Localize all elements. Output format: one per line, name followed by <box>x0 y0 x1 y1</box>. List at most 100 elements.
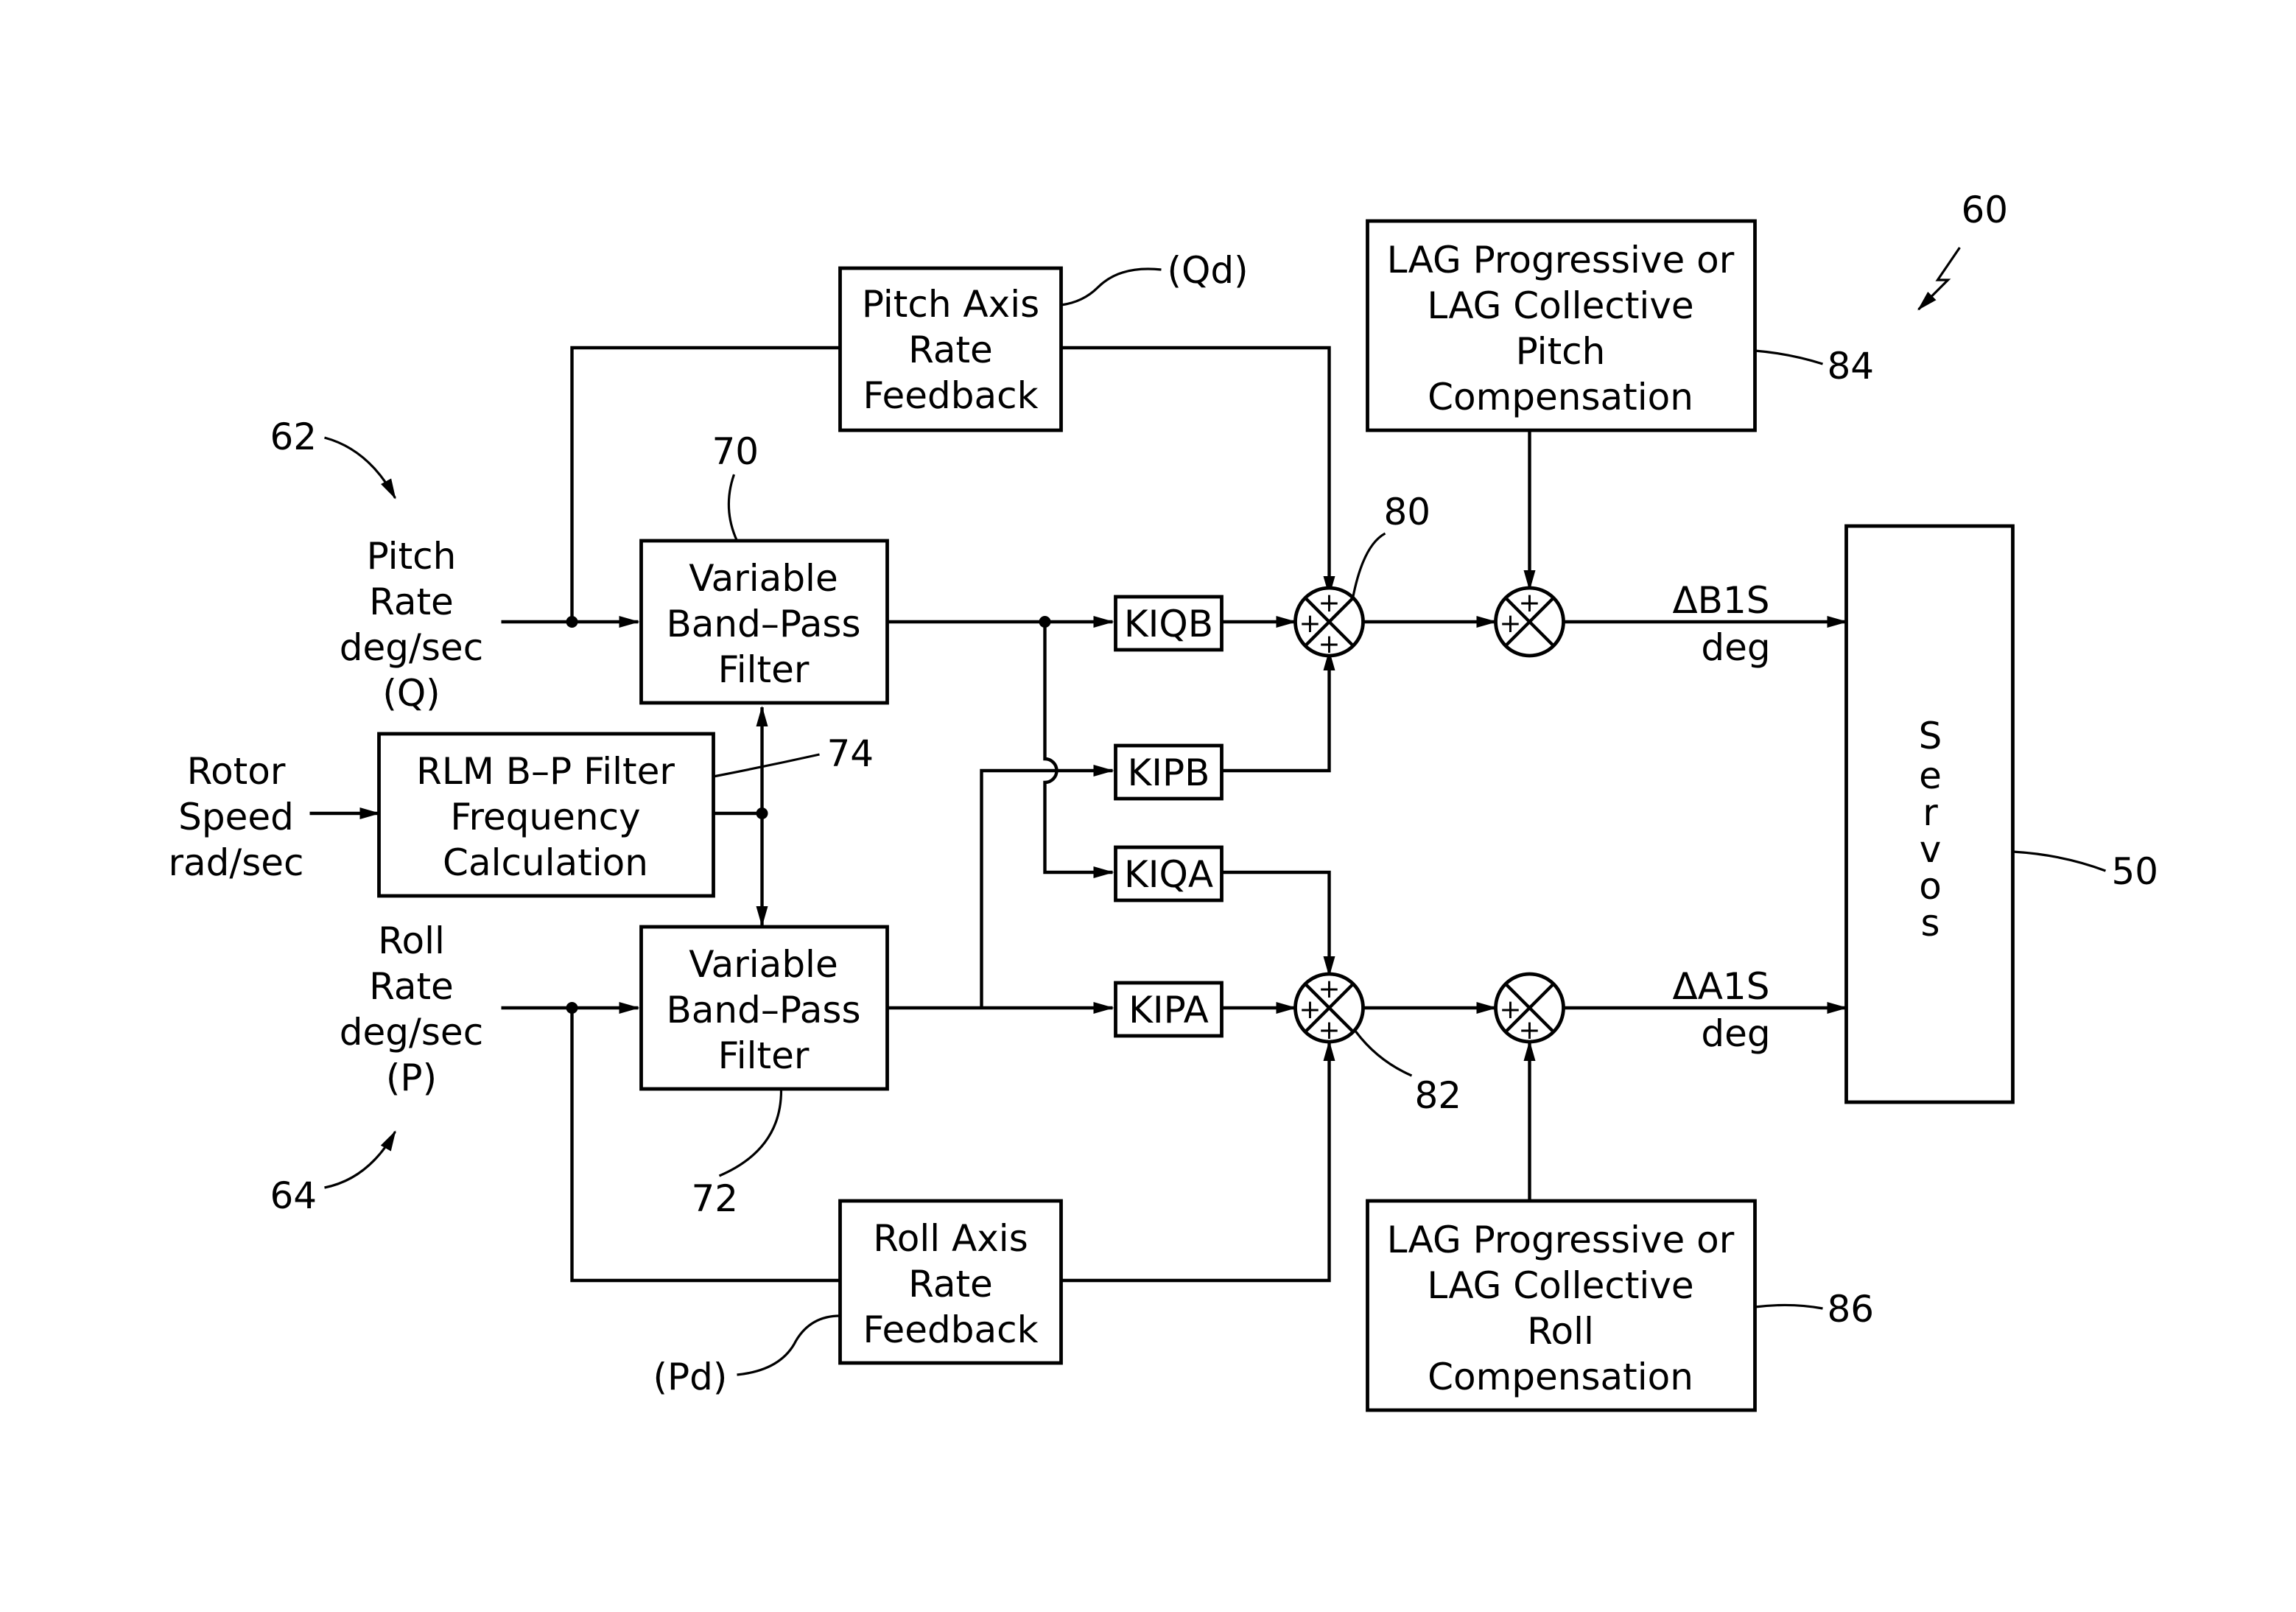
block-rlm-frequency: RLM B–P Filter Frequency Calculation <box>377 732 715 898</box>
ref-60-arrow <box>1917 247 1961 311</box>
label-line: deg/sec <box>340 1011 483 1054</box>
output-b1s-label: ΔB1S <box>1672 579 1769 622</box>
servos-letter: v <box>1920 828 1942 871</box>
ref-50: 50 <box>2112 850 2159 893</box>
ref-64: 64 <box>270 1174 317 1217</box>
plus-sign: + <box>1318 588 1340 618</box>
label-line: rad/sec <box>168 841 303 884</box>
block-text: Filter <box>718 1034 810 1077</box>
label-line: Pitch <box>367 535 457 578</box>
wire-roll-feedback-in <box>570 1008 840 1283</box>
tag-pd: (Pd) <box>653 1356 728 1398</box>
wire-kiqa-out <box>1221 870 1335 977</box>
gain-kiqa: KIQA <box>1114 845 1224 903</box>
block-text: RLM B–P Filter <box>416 750 675 793</box>
gain-label: KIPA <box>1128 989 1209 1031</box>
gain-kipb: KIPB <box>1114 743 1224 801</box>
label-line: Roll <box>378 919 445 962</box>
ref-80: 80 <box>1384 491 1431 533</box>
label-line: Rate <box>369 581 454 623</box>
block-text: Variable <box>689 557 838 600</box>
plus-sign: + <box>1518 1015 1540 1045</box>
block-text: LAG Progressive or <box>1387 239 1735 281</box>
label-line: Rotor <box>187 750 286 793</box>
summer-upper-2: + + <box>1494 586 1565 658</box>
block-text: Pitch Axis <box>862 283 1039 326</box>
block-lag-pitch: LAG Progressive or LAG Collective Pitch … <box>1366 219 1757 432</box>
output-a1s-unit: deg <box>1701 1012 1770 1055</box>
block-pitch-feedback: Pitch Axis Rate Feedback <box>838 266 1063 432</box>
block-roll-feedback: Roll Axis Rate Feedback <box>838 1199 1063 1365</box>
wire-kipb-out <box>1221 650 1335 773</box>
wire-roll-feedback-out <box>1061 1040 1335 1283</box>
gain-kiqb: KIQB <box>1114 595 1224 652</box>
block-text: Feedback <box>863 1308 1038 1351</box>
block-text: LAG Collective <box>1427 284 1693 327</box>
block-text: Frequency <box>450 796 640 838</box>
block-text: Roll Axis <box>873 1217 1028 1260</box>
wire-to-kiqa <box>1043 622 1114 878</box>
block-text: Calculation <box>443 841 648 884</box>
block-text: Band–Pass <box>666 989 860 1031</box>
plus-sign: + <box>1299 609 1321 639</box>
plus-sign: + <box>1318 1015 1340 1045</box>
ref-70: 70 <box>712 430 759 473</box>
ref-86: 86 <box>1828 1288 1875 1331</box>
ref-82: 82 <box>1415 1074 1462 1117</box>
ref-74-leader <box>713 753 820 778</box>
tag-qd-leader <box>1061 267 1162 306</box>
servos-letter: r <box>1923 791 1938 834</box>
summer-lower-2: + + <box>1494 972 1565 1045</box>
tag-qd: (Qd) <box>1168 249 1249 292</box>
plus-sign: + <box>1499 609 1521 639</box>
wire-pitch-feedback-out <box>1061 346 1335 597</box>
rotor-input-label: Rotor Speed rad/sec <box>168 750 303 884</box>
ref-82-leader <box>1355 1031 1413 1077</box>
label-line: deg/sec <box>340 626 483 669</box>
gain-label: KIQB <box>1124 603 1213 645</box>
output-a1s-label: ΔA1S <box>1673 965 1770 1008</box>
plus-sign: + <box>1518 588 1540 618</box>
block-text: Roll <box>1527 1310 1594 1353</box>
ref-86-leader <box>1755 1303 1823 1310</box>
block-servos: S e r v o s <box>1844 524 2015 1104</box>
gain-label: KIPB <box>1128 751 1210 794</box>
block-text: Rate <box>908 1263 993 1306</box>
block-text: LAG Collective <box>1427 1264 1693 1307</box>
reference-numerals: 60 62 64 70 72 74 80 82 84 86 50 (Qd) (P… <box>270 189 2159 1398</box>
ref-80-leader <box>1351 532 1386 599</box>
block-text: Compensation <box>1428 376 1693 418</box>
tag-pd-leader <box>737 1314 840 1376</box>
servos-letter: S <box>1919 715 1942 757</box>
ref-62: 62 <box>270 416 317 458</box>
block-bandpass-roll: Variable Band–Pass Filter <box>639 925 889 1091</box>
block-text: Filter <box>718 648 810 691</box>
block-text: LAG Progressive or <box>1387 1219 1735 1261</box>
summer-82: + + + <box>1293 972 1365 1045</box>
ref-72-leader <box>718 1090 783 1177</box>
plus-sign: + <box>1299 995 1321 1025</box>
block-lag-roll: LAG Progressive or LAG Collective Roll C… <box>1366 1199 1757 1412</box>
plus-sign: + <box>1318 974 1340 1004</box>
wire-to-kipb <box>980 765 1114 1008</box>
block-bandpass-pitch: Variable Band–Pass Filter <box>639 539 889 705</box>
ref-60: 60 <box>1962 189 2009 231</box>
block-text: Variable <box>689 943 838 986</box>
label-line: Speed <box>178 796 294 838</box>
gain-label: KIQA <box>1124 853 1213 896</box>
block-text: Compensation <box>1428 1356 1693 1398</box>
wires <box>309 346 1848 1283</box>
summer-80: + + + <box>1293 586 1365 659</box>
label-line: Rate <box>369 965 454 1008</box>
ref-84: 84 <box>1828 345 1875 388</box>
block-text: Feedback <box>863 374 1038 417</box>
ref-64-arrow <box>324 1130 396 1189</box>
output-b1s-unit: deg <box>1701 626 1770 669</box>
plus-sign: + <box>1318 629 1340 659</box>
ref-72: 72 <box>692 1177 739 1220</box>
label-line: (P) <box>386 1056 437 1099</box>
label-line: (Q) <box>382 672 440 715</box>
ref-74: 74 <box>827 732 874 775</box>
gain-kipa: KIPA <box>1114 981 1224 1038</box>
